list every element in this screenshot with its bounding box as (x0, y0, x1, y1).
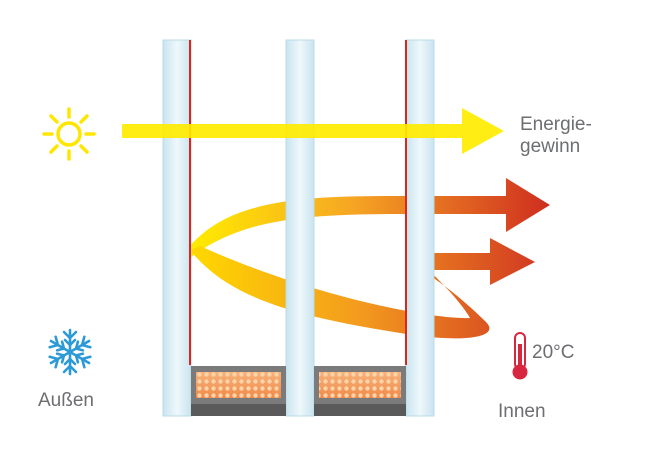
outside-label: Außen (38, 390, 94, 411)
spacers (191, 366, 406, 416)
temperature-label: 20°C (532, 342, 575, 363)
spacer-right (314, 366, 406, 416)
sun-icon (42, 107, 96, 161)
heat-reflection-arrows (190, 178, 550, 339)
energy-gain-label: Energie- gewinn (520, 114, 592, 158)
energy-gain-label-line2: gewinn (520, 136, 581, 157)
inside-label: Innen (498, 401, 546, 422)
upper-heat-arrow (190, 178, 550, 258)
glass-pane-inner (405, 39, 435, 417)
spacer-left (191, 366, 286, 416)
lower-heat-arrow (190, 238, 535, 339)
glass-pane-outer (162, 39, 192, 417)
glass-pane-middle (285, 39, 315, 417)
glass-panes (162, 39, 435, 417)
thermometer-icon (512, 332, 528, 380)
energy-gain-arrow (122, 108, 504, 154)
snowflake-icon (46, 328, 94, 376)
energy-gain-label-line1: Energie- (520, 114, 592, 135)
